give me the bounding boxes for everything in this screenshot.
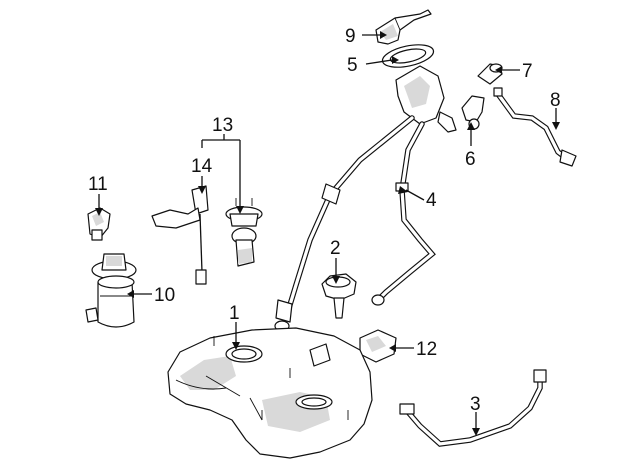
callout-7: 7 [522,61,533,82]
callout-14: 14 [191,156,213,177]
arrowheads [95,31,560,436]
callout-6: 6 [465,149,476,170]
callout-13: 13 [212,115,233,136]
part-4-filler-neck [274,65,457,332]
part-1-fuel-tank [167,327,373,459]
callout-9: 9 [345,26,356,47]
callout-11: 11 [88,174,108,195]
part-2-lock-ring [321,273,357,319]
callout-5: 5 [347,55,358,76]
part-14-level-sender [151,185,209,285]
callout-8: 8 [550,90,561,111]
callout-1: 1 [229,303,240,324]
part-13-pump-module [225,198,263,267]
part-11-sensor [87,207,111,241]
part-9-cap [375,9,432,45]
callout-12: 12 [416,339,437,360]
part-8-hose [493,87,577,167]
part-6-clip [461,95,485,130]
callout-2: 2 [330,238,341,259]
part-12-sensor [359,329,397,363]
part-7-bolt [477,63,503,85]
part-5-seal [381,44,435,68]
part-3-strap [399,369,547,447]
callout-4: 4 [426,190,437,211]
callout-labels: 1 2 3 4 5 6 7 8 9 10 11 12 13 14 [88,26,561,415]
part-10-fuel-filter [85,253,137,328]
callout-3: 3 [470,394,481,415]
callout-10: 10 [154,285,175,306]
